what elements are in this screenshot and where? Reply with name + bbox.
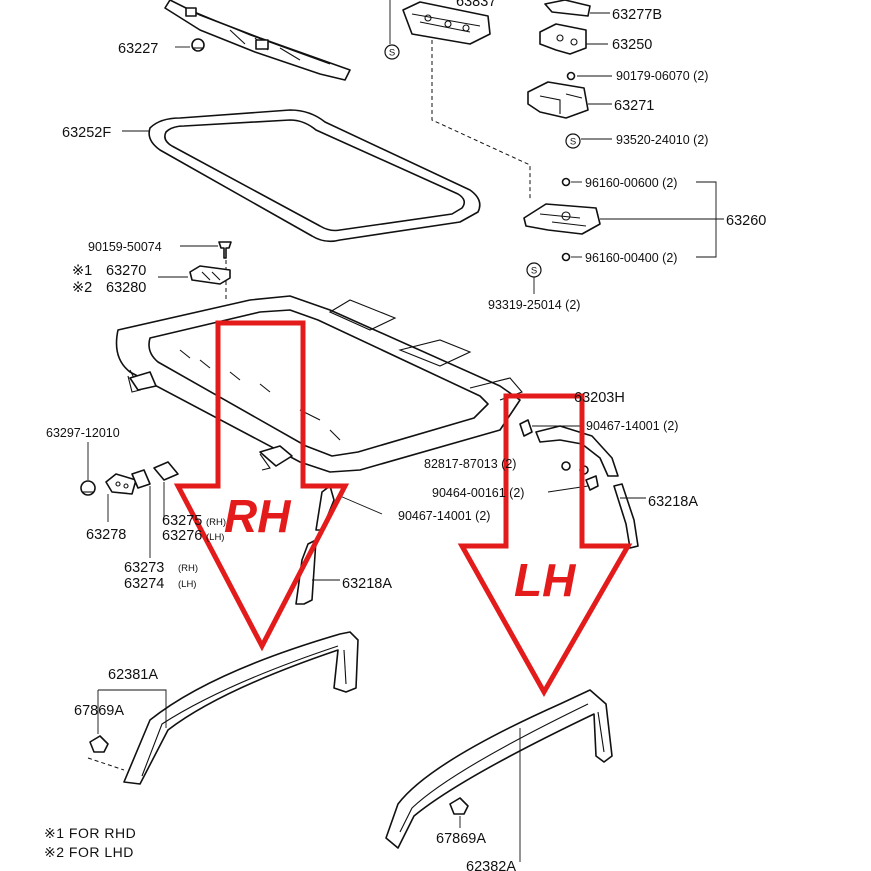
clip-67869a-left	[89, 735, 109, 753]
screw-90467	[519, 419, 533, 437]
rh-annotation: RH	[224, 490, 291, 542]
rh-arrow	[173, 320, 350, 652]
note-mark-2: ※2	[72, 280, 92, 296]
label-93520: 93520-24010 (2)	[616, 133, 708, 147]
bracket-63271	[527, 81, 589, 119]
label-90467-b: 90467-14001 (2)	[398, 509, 490, 523]
label-62381a: 62381A	[108, 667, 158, 683]
label-63227: 63227	[118, 41, 158, 57]
clip-63227	[191, 38, 205, 52]
label-63274-side: (LH)	[178, 579, 196, 590]
label-63270: 63270	[106, 263, 146, 279]
label-67869a-left: 67869A	[74, 703, 124, 719]
clip-63270-63280	[189, 265, 231, 285]
label-67869a-right: 67869A	[436, 831, 486, 847]
label-63252f: 63252F	[62, 125, 111, 141]
lh-annotation: LH	[514, 554, 576, 606]
screw-90464	[585, 475, 599, 491]
nut-90179	[566, 71, 576, 81]
label-90159: 90159-50074	[88, 240, 162, 254]
label-96160-a: 96160-00600 (2)	[585, 176, 677, 190]
label-96160-b: 96160-00400 (2)	[585, 251, 677, 265]
label-63271: 63271	[614, 98, 654, 114]
label-63276-side: (LH)	[206, 532, 224, 543]
weatherstrip-63252f	[148, 109, 481, 243]
label-63275-side: (RH)	[206, 517, 226, 528]
clip-63273	[131, 469, 151, 489]
bracket-63277b	[544, 0, 591, 17]
screw-s-icon	[565, 133, 581, 149]
sunroof-panel-part	[164, 0, 351, 81]
bracket-63250	[539, 23, 587, 55]
label-63297: 63297-12010	[46, 426, 120, 440]
label-63275: 63275	[162, 513, 202, 529]
label-93319: 93319-25014 (2)	[488, 298, 580, 312]
label-63218a-right: 63218A	[648, 494, 698, 510]
cap-63297	[80, 480, 96, 496]
strip-63218a-lh	[535, 425, 639, 549]
legend-rhd: ※1 FOR RHD	[44, 825, 136, 841]
label-90467-a: 90467-14001 (2)	[586, 419, 678, 433]
label-63274: 63274	[124, 576, 164, 592]
label-90464: 90464-00161 (2)	[432, 486, 524, 500]
bolt-96160-a	[561, 177, 571, 187]
bracket-63260	[523, 203, 601, 235]
label-63273-side: (RH)	[178, 563, 198, 574]
label-63276: 63276	[162, 528, 202, 544]
clip-67869a-right	[449, 797, 469, 815]
label-63203h: 63203H	[574, 390, 625, 406]
screw-s-icon	[384, 44, 400, 60]
note-mark-1: ※1	[72, 263, 92, 279]
label-63277b: 63277B	[612, 7, 662, 23]
garnish-62381a	[123, 631, 359, 785]
clip-63275	[153, 461, 179, 481]
label-63218a-middle: 63218A	[342, 576, 392, 592]
part-63837	[402, 1, 491, 45]
pad-63278	[105, 473, 137, 495]
label-90179: 90179-06070 (2)	[616, 69, 708, 83]
label-82817: 82817-87013 (2)	[424, 457, 516, 471]
label-63280: 63280	[106, 280, 146, 296]
s-mark: S	[389, 48, 395, 59]
lh-arrow	[457, 393, 633, 698]
label-63278: 63278	[86, 527, 126, 543]
label-63837: 63837	[456, 0, 496, 10]
s-mark: S	[531, 266, 537, 277]
label-63273: 63273	[124, 560, 164, 576]
legend-lhd: ※2 FOR LHD	[44, 844, 134, 860]
sunroof-housing-frame	[115, 295, 523, 473]
garnish-62382a	[385, 689, 613, 849]
screw-90159	[218, 241, 232, 259]
label-62382a: 62382A	[466, 859, 516, 871]
bolt-96160-b	[561, 252, 571, 262]
label-63250: 63250	[612, 37, 652, 53]
s-mark: S	[570, 137, 576, 148]
label-63260: 63260	[726, 213, 766, 229]
